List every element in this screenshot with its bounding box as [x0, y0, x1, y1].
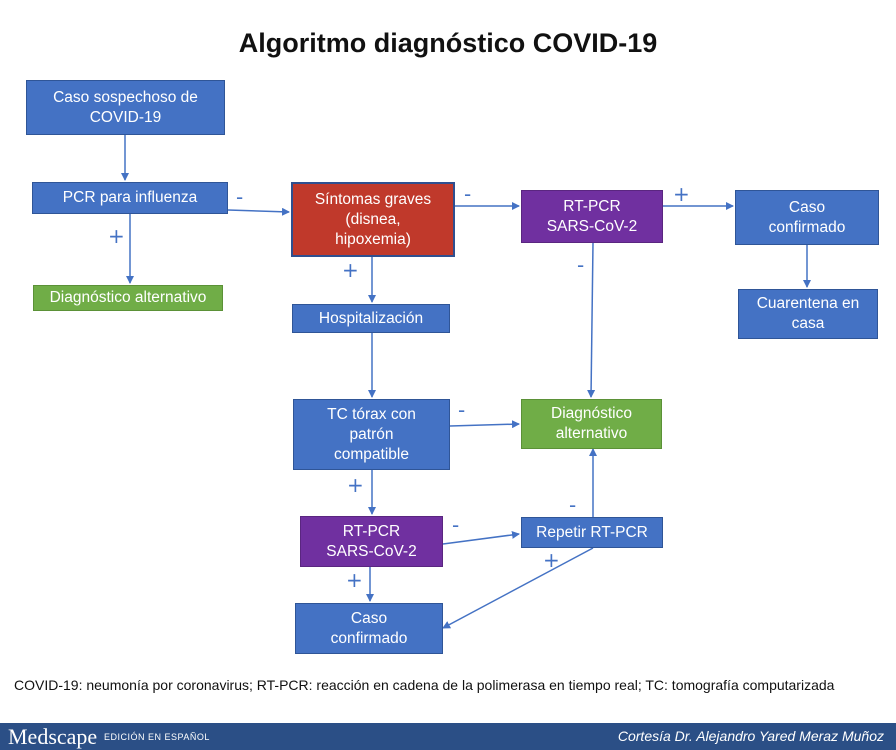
node-repetir-rtpcr: Repetir RT-PCR — [521, 517, 663, 548]
arrow-pcr-to-sintomas — [227, 207, 290, 216]
sign-plus-tc-rtpcr2: + — [347, 473, 364, 497]
diagram-title: Algoritmo diagnóstico COVID-19 — [238, 28, 658, 58]
sign-minus-repetir-diagalt: - — [569, 493, 577, 517]
edition-label: EDICIÓN EN ESPAÑOL — [104, 732, 210, 742]
arrow-rtpcr2-to-repetir — [442, 530, 520, 545]
node-caso-sospechoso: Caso sospechoso de COVID-19 — [26, 80, 225, 135]
sign-minus-rtpcr-diagalt: - — [577, 253, 585, 277]
sign-minus-tc-diagalt: - — [458, 398, 466, 422]
sign-plus-sintomas-hospital: + — [342, 258, 359, 282]
node-caso-confirmado-1: Caso confirmado — [735, 190, 879, 245]
node-cuarentena: Cuarentena en casa — [738, 289, 878, 339]
medscape-logo: Medscape — [8, 724, 98, 749]
sign-minus-sintomas-rtpcr: - — [464, 182, 472, 206]
node-hospitalizacion: Hospitalización — [292, 304, 450, 333]
footnote-abbreviations: COVID-19: neumonía por coronavirus; RT-P… — [14, 677, 835, 693]
sign-plus-rtpcr2-confirmado: + — [346, 568, 363, 592]
arrow-rtpcr-to-diagalt — [587, 242, 596, 398]
node-diagnostico-alternativo-1: Diagnóstico alternativo — [33, 285, 223, 311]
sign-plus-pcr-diagalt: + — [108, 224, 125, 248]
node-pcr-influenza: PCR para influenza — [32, 182, 228, 214]
footer-bar: Medscape EDICIÓN EN ESPAÑOL Cortesía Dr.… — [0, 723, 896, 750]
sign-minus-rtpcr2-repetir: - — [452, 513, 460, 537]
sign-plus-rtpcr-confirmado: + — [673, 182, 690, 206]
node-tc-torax: TC tórax con patrón compatible — [293, 399, 450, 470]
arrow-repetir-to-confirmado — [442, 547, 594, 629]
node-rtpcr-1: RT-PCR SARS-CoV-2 — [521, 190, 663, 243]
sign-plus-repetir-confirmado: + — [543, 548, 560, 572]
credit-text: Cortesía Dr. Alejandro Yared Meraz Muñoz — [617, 728, 884, 744]
node-sintomas-graves: Síntomas graves (disnea, hipoxemia) — [291, 182, 455, 257]
sign-minus-pcr-sintomas: - — [236, 185, 244, 209]
node-caso-confirmado-2: Caso confirmado — [295, 603, 443, 654]
arrow-tc-to-diagalt — [449, 420, 520, 429]
node-rtpcr-2: RT-PCR SARS-CoV-2 — [300, 516, 443, 567]
node-diagnostico-alternativo-2: Diagnóstico alternativo — [521, 399, 662, 449]
